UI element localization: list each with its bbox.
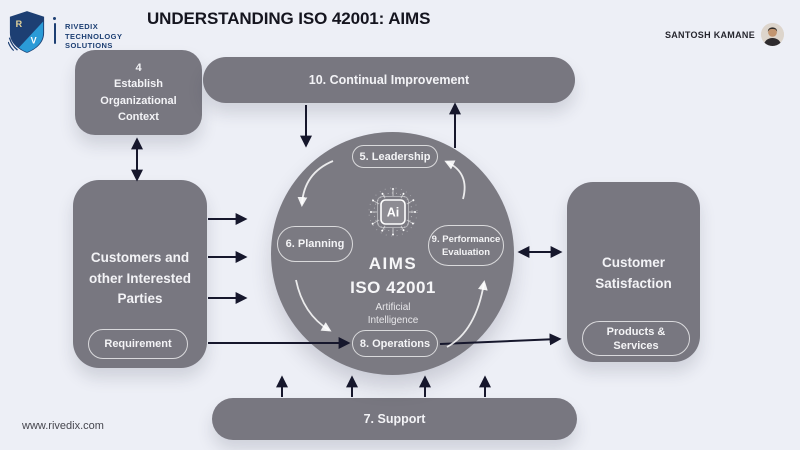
customers-line: other Interested	[88, 270, 192, 286]
ai-chip-icon: Ai	[368, 187, 418, 237]
satisfaction-line: Satisfaction	[595, 276, 672, 291]
planning-label: 6. Planning	[285, 238, 345, 250]
ai-chip-label: Ai	[387, 206, 400, 220]
stage-planning-pill: 6. Planning	[277, 226, 353, 262]
page-title: UNDERSTANDING ISO 42001: AIMS	[147, 9, 431, 28]
aims-title: AIMS	[368, 254, 418, 273]
customers-line: Customers and	[90, 250, 190, 265]
ai-caption-line: Intelligence	[367, 314, 419, 326]
brand-logo: R V RIVEDIX TECHNOLOGY SOLUTIONS	[8, 9, 138, 55]
box-continual-improvement: 10. Continual Improvement	[203, 57, 575, 103]
requirement-label: Requirement	[104, 338, 172, 350]
support-label: 7. Support	[363, 412, 426, 426]
customers-text: Customers and other Interested Parties	[73, 180, 207, 310]
box-establish-organizational-context: 4 Establish Organizational Context	[75, 50, 202, 135]
monogram-v: V	[31, 35, 37, 45]
avatar-photo-icon	[761, 23, 784, 46]
brand-line: TECHNOLOGY	[65, 31, 123, 41]
customers-line: Parties	[117, 291, 163, 306]
author-name: SANTOSH KAMANE	[664, 30, 755, 40]
stage-leadership-pill: 5. Leadership	[352, 145, 438, 168]
stage-operations-pill: 8. Operations	[352, 330, 438, 357]
ai-caption: Artificial Intelligence	[313, 302, 473, 327]
brand-line: RIVEDIX	[65, 22, 99, 31]
products-line: Services	[613, 339, 659, 352]
iso-subtitle: ISO 42001	[350, 278, 436, 297]
circle-center-text: AIMS ISO 42001 Artificial Intelligence	[313, 254, 473, 327]
context-line: Establish	[114, 78, 163, 90]
stage-performance-evaluation-pill: 9. Performance Evaluation	[428, 225, 504, 266]
satisfaction-line: Customer	[601, 255, 665, 270]
products-line: Products &	[606, 325, 666, 338]
brand-line: SOLUTIONS	[65, 41, 113, 50]
shield-logo-icon: R V	[8, 11, 45, 53]
context-line: Context	[118, 111, 159, 123]
website-url: www.rivedix.com	[22, 420, 104, 432]
products-services-pill: Products & Services	[582, 321, 690, 356]
operations-label: 8. Operations	[359, 337, 431, 350]
brand-name: RIVEDIX TECHNOLOGY SOLUTIONS	[65, 22, 122, 51]
leadership-label: 5. Leadership	[359, 150, 431, 163]
performance-line: Evaluation	[441, 246, 491, 258]
performance-line: 9. Performance	[431, 233, 501, 245]
continual-improvement-label: 10. Continual Improvement	[308, 73, 470, 87]
context-line: Organizational	[100, 94, 177, 107]
logo-divider	[54, 23, 56, 44]
monogram-r: R	[16, 19, 23, 29]
requirement-pill: Requirement	[88, 329, 188, 359]
context-number: 4	[135, 61, 142, 74]
satisfaction-text: Customer Satisfaction	[567, 182, 700, 294]
box-support: 7. Support	[212, 398, 577, 440]
ai-caption-line: Artificial	[375, 302, 411, 313]
logo-dot	[53, 17, 56, 20]
author-avatar	[761, 23, 784, 46]
